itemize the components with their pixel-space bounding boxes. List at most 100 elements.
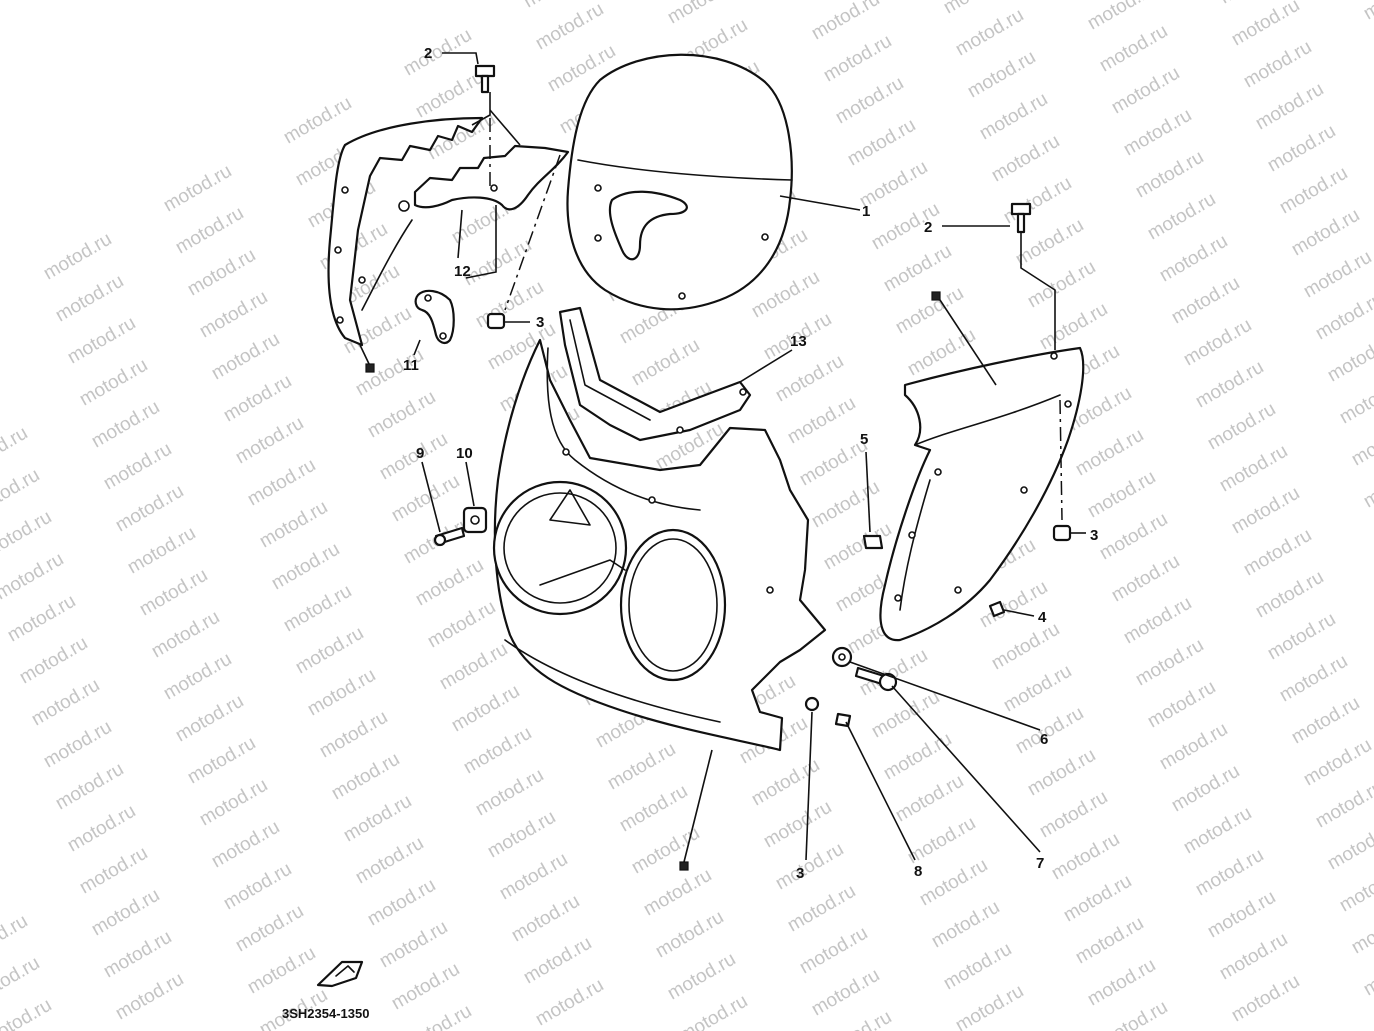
watermark-text: motod.ru <box>748 755 823 811</box>
watermark-text: motod.ru <box>112 969 187 1025</box>
watermark-text: motod.ru <box>316 707 391 763</box>
watermark-text: motod.ru <box>1000 661 1075 717</box>
watermark-text: motod.ru <box>820 519 895 575</box>
watermark-text: motod.ru <box>280 93 355 149</box>
bolt-9[interactable] <box>433 526 466 547</box>
watermark-text: motod.ru <box>136 565 211 621</box>
watermark-text: motod.ru <box>1024 257 1099 313</box>
callout-13: 13 <box>790 333 807 350</box>
watermark-text: motod.ru <box>784 393 859 449</box>
watermark-text: motod.ru <box>1084 467 1159 523</box>
yamaha-ring-logo <box>316 960 364 988</box>
watermark-text: motod.ru <box>1108 63 1183 119</box>
watermark-text: motod.ru <box>100 927 175 983</box>
watermark-text: motod.ru <box>976 89 1051 145</box>
watermark-text: motod.ru <box>808 965 883 1021</box>
watermark-text: motod.ru <box>1168 761 1243 817</box>
watermark-text: motod.ru <box>1168 273 1243 329</box>
watermark-text: motod.ru <box>1276 651 1351 707</box>
watermark-text: motod.ru <box>112 481 187 537</box>
watermark-text: motod.ru <box>304 665 379 721</box>
watermark-text: motod.ru <box>1252 79 1327 135</box>
collar-10[interactable] <box>462 506 488 534</box>
watermark-text: motod.ru <box>532 0 607 54</box>
watermark-text: motod.ru <box>88 885 163 941</box>
watermark-text: motod.ru <box>880 241 955 297</box>
callout-8: 8 <box>914 863 922 880</box>
right-side-cover-part[interactable] <box>879 346 1085 642</box>
watermark-text: motod.ru <box>0 549 67 605</box>
watermark-text: motod.ru <box>880 729 955 785</box>
watermark-text: motod.ru <box>76 355 151 411</box>
nut-3-bottom[interactable] <box>804 696 820 712</box>
watermark-text: motod.ru <box>1060 871 1135 927</box>
watermark-text: motod.ru <box>148 607 223 663</box>
callout-10: 10 <box>456 445 473 462</box>
watermark-text: motod.ru <box>964 47 1039 103</box>
watermark-text: motod.ru <box>4 591 79 647</box>
inner-panel-part[interactable] <box>558 306 752 442</box>
watermark-text: motod.ru <box>988 131 1063 187</box>
watermark-text: motod.ru <box>940 939 1015 995</box>
watermark-text: motod.ru <box>196 287 271 343</box>
watermark-text: motod.ru <box>1228 971 1303 1027</box>
watermark-text: motod.ru <box>1360 0 1374 24</box>
watermark-text: motod.ru <box>1144 677 1219 733</box>
watermark-text: motod.ru <box>628 335 703 391</box>
watermark-text: motod.ru <box>268 539 343 595</box>
watermark-text: motod.ru <box>1288 693 1363 749</box>
screw-2-left[interactable] <box>474 64 496 94</box>
watermark-text: motod.ru <box>52 271 127 327</box>
watermark-text: motod.ru <box>376 429 451 485</box>
bracket-part[interactable] <box>414 289 455 344</box>
windscreen-part[interactable] <box>566 53 793 311</box>
watermark-text: motod.ru <box>292 623 367 679</box>
watermark-text: motod.ru <box>1192 845 1267 901</box>
watermark-text: motod.ru <box>1096 509 1171 565</box>
watermark-text: motod.ru <box>1096 21 1171 77</box>
watermark-text: motod.ru <box>1036 299 1111 355</box>
screw-4[interactable] <box>988 600 1006 618</box>
watermark-text: motod.ru <box>220 371 295 427</box>
marker-squares <box>365 291 941 871</box>
nut-3-top[interactable] <box>486 312 506 330</box>
watermark-text: motod.ru <box>1108 551 1183 607</box>
watermark-text: motod.ru <box>952 5 1027 61</box>
watermark-text: motod.ru <box>1216 441 1291 497</box>
front-cowl-part[interactable] <box>492 338 827 752</box>
watermark-text: motod.ru <box>0 995 55 1031</box>
watermark-text: motod.ru <box>208 817 283 873</box>
watermark-text: motod.ru <box>472 765 547 821</box>
watermark-text: motod.ru <box>160 649 235 705</box>
watermark-text: motod.ru <box>1072 425 1147 481</box>
watermark-text: motod.ru <box>1048 829 1123 885</box>
watermark-text: motod.ru <box>496 849 571 905</box>
watermark-text: motod.ru <box>1000 173 1075 229</box>
callout-2-left: 2 <box>424 45 432 62</box>
watermark-text: motod.ru <box>1180 803 1255 859</box>
watermark-text: motod.ru <box>52 759 127 815</box>
watermark-text: motod.ru <box>1300 247 1374 303</box>
watermark-text: motod.ru <box>1264 121 1339 177</box>
watermark-text: motod.ru <box>28 675 103 731</box>
callout-3-bottom: 3 <box>796 865 804 882</box>
nut-3-right[interactable] <box>1052 524 1072 542</box>
watermark-text: motod.ru <box>100 439 175 495</box>
watermark-text: motod.ru <box>1264 609 1339 665</box>
watermark-text: motod.ru <box>244 943 319 999</box>
callout-2-right: 2 <box>924 219 932 236</box>
watermark-text: motod.ru <box>484 807 559 863</box>
watermark-text: motod.ru <box>820 31 895 87</box>
left-side-cover-part[interactable] <box>327 116 570 347</box>
plate-5[interactable] <box>862 534 884 550</box>
watermark-text: motod.ru <box>1252 567 1327 623</box>
watermark-text: motod.ru <box>1120 593 1195 649</box>
washer-6[interactable] <box>831 646 853 668</box>
watermark-text: motod.ru <box>280 581 355 637</box>
watermark-text: motod.ru <box>436 639 511 695</box>
callout-1: 1 <box>862 203 870 220</box>
watermark-text: motod.ru <box>232 901 307 957</box>
callout-6: 6 <box>1040 731 1048 748</box>
screw-2-right[interactable] <box>1010 202 1032 234</box>
